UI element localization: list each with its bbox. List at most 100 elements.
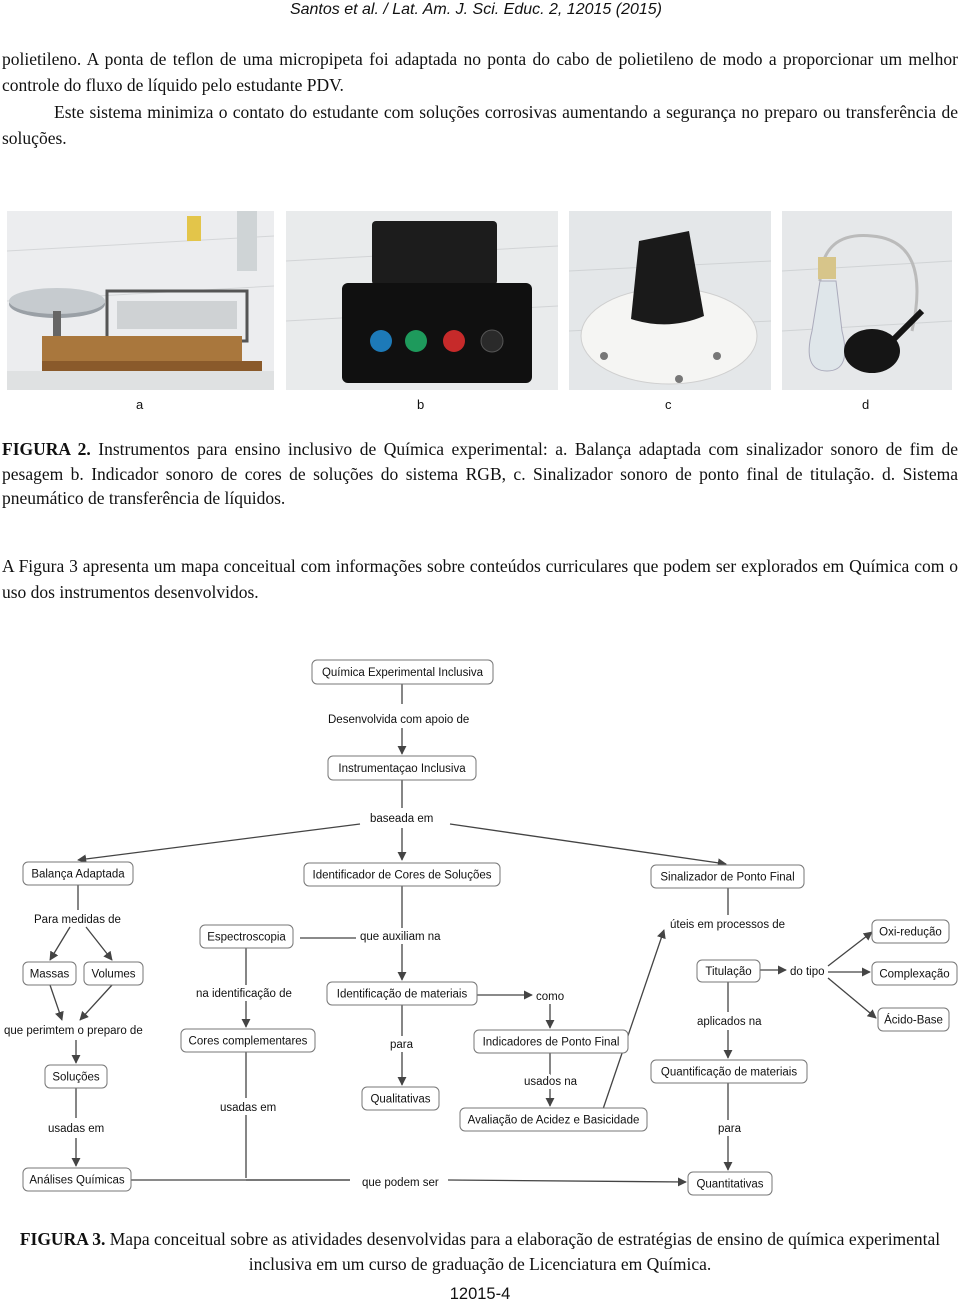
concept-node-acb: Ácido-Base [877,1007,950,1032]
concept-link-para2: para [718,1123,742,1135]
concept-node-box [877,1007,950,1032]
concept-node-aq: Análises Químicas [22,1167,132,1192]
concept-node-box [22,1167,132,1192]
concept-node-label: Química Experimental Inclusiva [322,667,484,679]
concept-map-edge [77,823,361,864]
concept-node-label: Qualitativas [370,1094,430,1106]
concept-node-label: Quantitativas [696,1179,763,1191]
concept-node-oxi: Oxi-redução [871,919,950,944]
figure-3-caption: FIGURA 3. Mapa conceitual sobre as ativi… [2,1227,958,1276]
figure-3-caption-text: Mapa conceitual sobre as atividades dese… [105,1229,941,1274]
concept-link-paramed: Para medidas de [34,914,121,926]
concept-link-qpodem: que podem ser [362,1177,439,1189]
concept-node-qual: Qualitativas [361,1086,440,1111]
concept-map-edge [827,977,877,1019]
concept-node-bal: Balança Adaptada [22,861,134,886]
concept-link-usadas2: usadas em [220,1102,276,1114]
concept-node-label: Balança Adaptada [31,869,125,881]
figure-label-c: c [665,397,672,412]
concept-node-label: Sinalizador de Ponto Final [660,872,794,884]
concept-link-como: como [536,991,564,1003]
concept-node-idm: Identificação de materiais [326,981,478,1006]
concept-node-qei: Química Experimental Inclusiva [311,659,494,685]
concept-map-edge [601,929,666,1113]
concept-node-label: Soluções [52,1072,100,1084]
photo-rgb-indicator [286,211,558,390]
concept-node-spf: Sinalizador de Ponto Final [650,864,805,889]
concept-link-aplic: aplicados na [697,1016,762,1028]
concept-map-edge [827,931,873,967]
concept-node-comp: Complexação [871,961,958,986]
concept-map-edge [49,926,71,961]
photo-pneumatic-system [782,211,952,390]
concept-node-box [22,861,134,886]
concept-link-uteis: úteis em processos de [670,919,785,931]
figure-label-d: d [862,397,870,412]
concept-link-usadas1: usadas em [48,1123,104,1135]
figure-label-a: a [136,397,144,412]
photo-endpoint-signaler [569,211,771,390]
figure-label-b: b [417,397,425,412]
concept-map-edge [79,984,113,1021]
concept-link-baseada: baseada em [370,813,433,825]
concept-map-edge [447,1177,687,1187]
concept-node-label: Oxi-redução [879,927,942,939]
concept-node-label: Avaliação de Acidez e Basicidade [468,1115,640,1127]
concept-link-dotipo: do tipo [790,966,825,978]
concept-link-para1: para [390,1039,414,1051]
concept-node-box [44,1064,108,1089]
concept-link-usados: usados na [524,1076,578,1088]
figure-2-caption-label: FIGURA 2. [2,439,91,459]
concept-map-edge [49,984,64,1021]
figure-3-caption-label: FIGURA 3. [19,1229,106,1249]
concept-node-label: Identificação de materiais [337,989,468,1001]
concept-node-box [650,864,805,889]
concept-node-box [361,1086,440,1111]
concept-node-box [303,862,501,887]
concept-node-label: Espectroscopia [207,932,286,944]
concept-node-quant: Quantitativas [687,1171,773,1196]
running-header: Santos et al. / Lat. Am. J. Sci. Educ. 2… [289,1,662,18]
concept-node-box [83,961,144,986]
concept-node-box [180,1028,316,1053]
concept-link-qprep: que perimtem o preparo de [4,1025,143,1037]
concept-link-queaux: que auxiliam na [360,931,441,943]
concept-node-inst: Instrumentaçao Inclusiva [327,755,477,781]
concept-node-label: Complexação [879,969,949,981]
concept-node-label: Instrumentaçao Inclusiva [338,763,466,775]
concept-node-box [22,961,77,986]
concept-node-box [871,919,950,944]
concept-node-label: Volumes [91,969,135,981]
concept-node-label: Análises Químicas [29,1175,124,1187]
concept-node-box [327,755,477,781]
concept-node-sol: Soluções [44,1064,108,1089]
concept-node-box [199,924,294,949]
concept-node-tit: Titulação [696,959,761,983]
concept-link-naident: na identificação de [196,988,292,1000]
body-paragraph-2: Este sistema minimiza o contato do estud… [2,102,958,148]
concept-node-box [326,981,478,1006]
photo-balance [7,211,274,390]
concept-node-mass: Massas [22,961,77,986]
concept-node-vol: Volumes [83,961,144,986]
concept-node-box [687,1171,773,1196]
concept-map-edge [85,926,113,961]
concept-node-qmat: Quantificação de materiais [650,1059,808,1084]
concept-map: Química Experimental InclusivaInstrument… [2,659,958,1196]
concept-node-box [871,961,958,986]
concept-node-ccomp: Cores complementares [180,1028,316,1053]
concept-node-label: Indicadores de Ponto Final [483,1037,620,1049]
concept-node-ipf: Indicadores de Ponto Final [473,1029,629,1054]
concept-node-icor: Identificador de Cores de Soluções [303,862,501,887]
concept-node-box [473,1029,629,1054]
concept-node-label: Massas [30,969,70,981]
concept-node-aab: Avaliação de Acidez e Basicidade [459,1107,648,1132]
concept-node-box [650,1059,808,1084]
body-paragraph-1: polietileno. A ponta de teflon de uma mi… [2,49,958,95]
concept-node-esp: Espectroscopia [199,924,294,949]
concept-node-label: Identificador de Cores de Soluções [313,870,492,882]
body-paragraph-3: A Figura 3 apresenta um mapa conceitual … [2,556,958,602]
concept-node-label: Titulação [705,966,751,978]
concept-link-desenv: Desenvolvida com apoio de [328,714,469,726]
page-number: 12015-4 [449,1285,511,1303]
